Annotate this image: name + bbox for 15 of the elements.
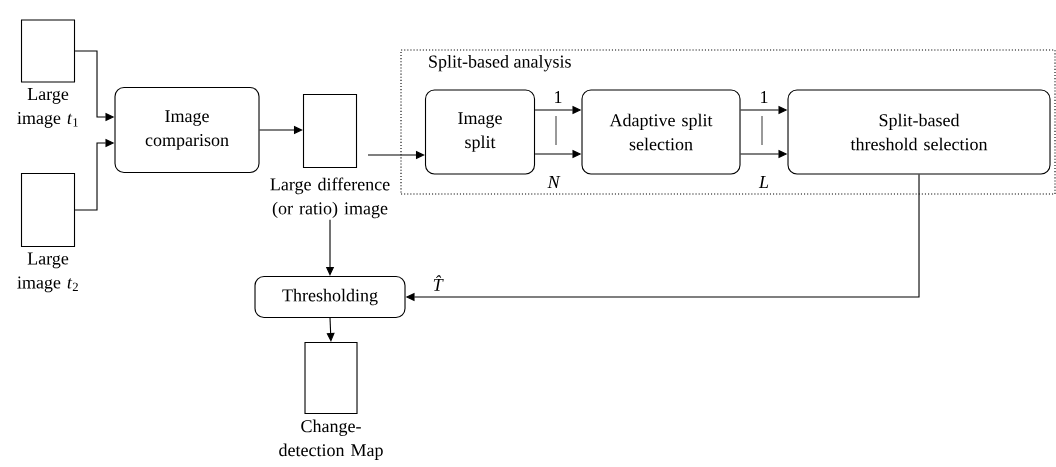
edge-label: N	[546, 175, 562, 189]
image-caption: Large difference (or ratio) image	[270, 177, 390, 219]
process-box: Image split	[424, 89, 536, 175]
edge-label: 1	[758, 90, 770, 104]
image-caption: Large image t$_{2}$	[17, 252, 78, 293]
process-box: Thresholding	[254, 275, 406, 319]
arrow	[326, 317, 335, 342]
edge-label: 1	[552, 90, 564, 104]
image-caption: Large image t$_{1}$	[17, 88, 78, 128]
image-caption: Change-detection Map	[279, 419, 383, 460]
process-box: Adaptive split selection	[581, 89, 741, 175]
edge-label: T̂	[431, 274, 451, 292]
process-box: Split-based threshold selection	[787, 89, 1051, 175]
process-box: Image comparison	[114, 86, 260, 174]
edge-label: L	[758, 175, 770, 189]
